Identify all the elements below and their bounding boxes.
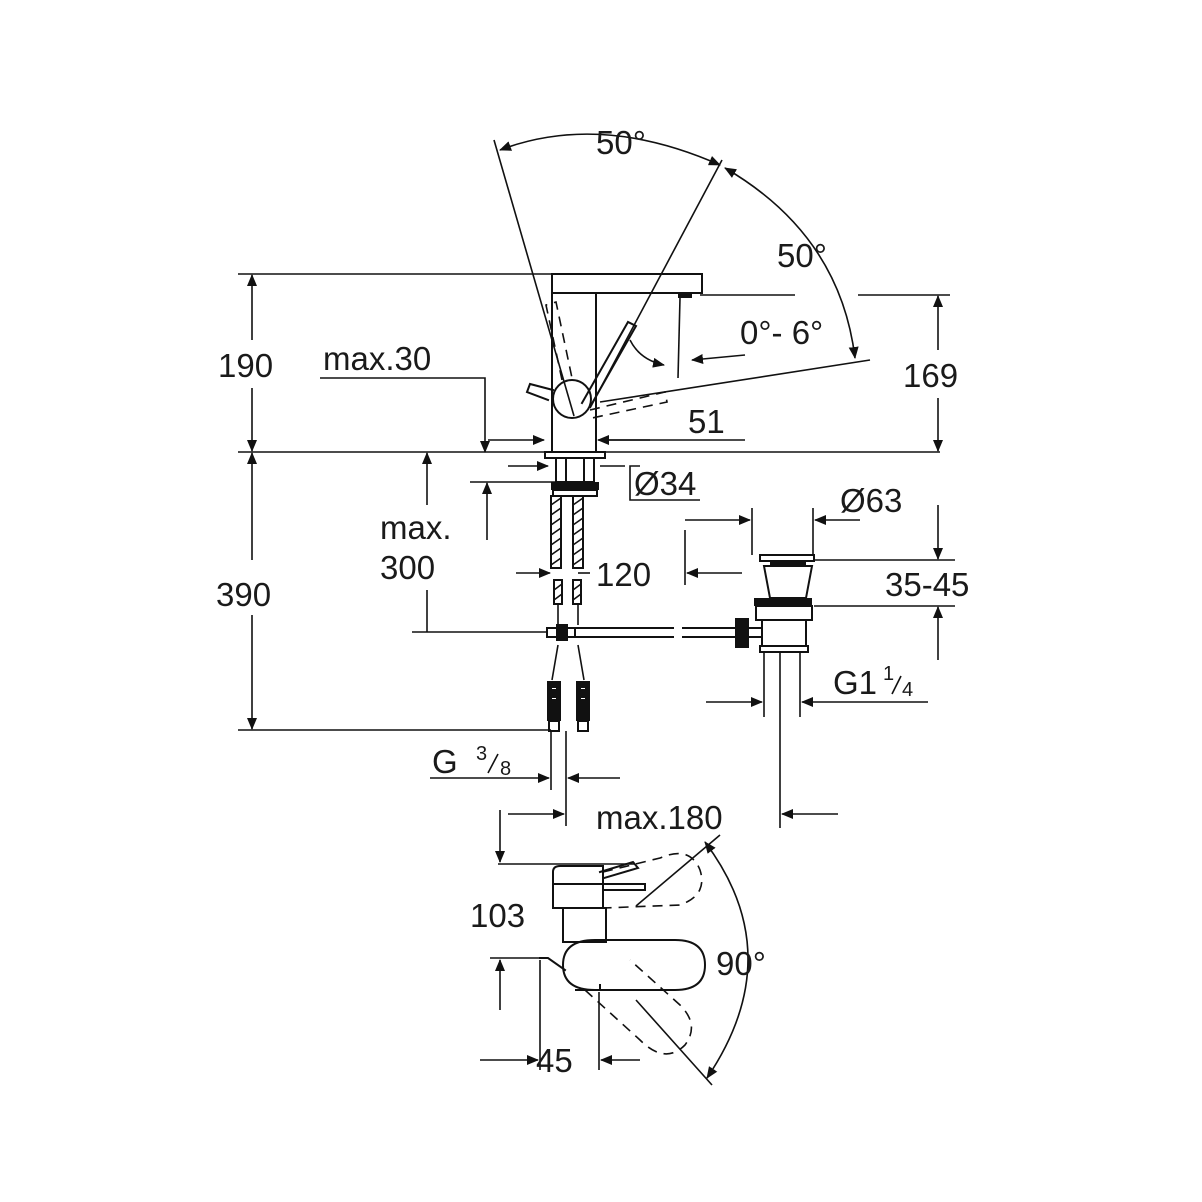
label-45: 45 — [536, 1042, 573, 1079]
label-390: 390 — [216, 576, 271, 613]
label-300: 300 — [380, 549, 435, 586]
label-max: max. — [380, 509, 452, 546]
label-g114: G1 — [833, 664, 877, 701]
label-g114-num: 1 — [883, 663, 894, 685]
label-51: 51 — [688, 403, 725, 440]
label-169: 169 — [903, 357, 958, 394]
faucet-front-view — [525, 273, 763, 732]
label-max-30: max.30 — [323, 340, 431, 377]
label-g114-den: 4 — [902, 679, 913, 701]
label-angle-top: 50° — [596, 124, 646, 161]
label-120: 120 — [596, 556, 651, 593]
label-max-180: max.180 — [596, 799, 723, 836]
spout-oval — [561, 939, 707, 991]
dimension-labels: 50° 50° 0°- 6° 190 max.30 169 51 Ø34 Ø63… — [216, 124, 969, 1079]
flex-hoses — [550, 495, 585, 681]
aerator — [678, 293, 692, 298]
label-g38-den: 8 — [500, 758, 511, 780]
label-dia-63: Ø63 — [840, 482, 902, 519]
spout-top — [551, 273, 703, 294]
label-angle-right: 50° — [777, 237, 827, 274]
label-103: 103 — [470, 897, 525, 934]
label-90: 90° — [716, 945, 766, 982]
mounting-nut — [555, 457, 595, 483]
pull-rod — [546, 618, 763, 648]
label-g38-num: 3 — [476, 743, 487, 765]
popup-waste — [754, 554, 815, 653]
dimension-lines — [238, 133, 955, 1086]
label-angle-tilt: 0°- 6° — [740, 314, 823, 351]
label-dia-34: Ø34 — [634, 465, 696, 502]
lever-handle — [580, 320, 638, 409]
hose-connectors — [547, 681, 590, 732]
label-35-45: 35-45 — [885, 566, 969, 603]
faucet-top-view — [539, 852, 707, 1055]
label-190: 190 — [218, 347, 273, 384]
lever-pivot — [552, 379, 592, 419]
label-g38: G — [432, 743, 458, 780]
